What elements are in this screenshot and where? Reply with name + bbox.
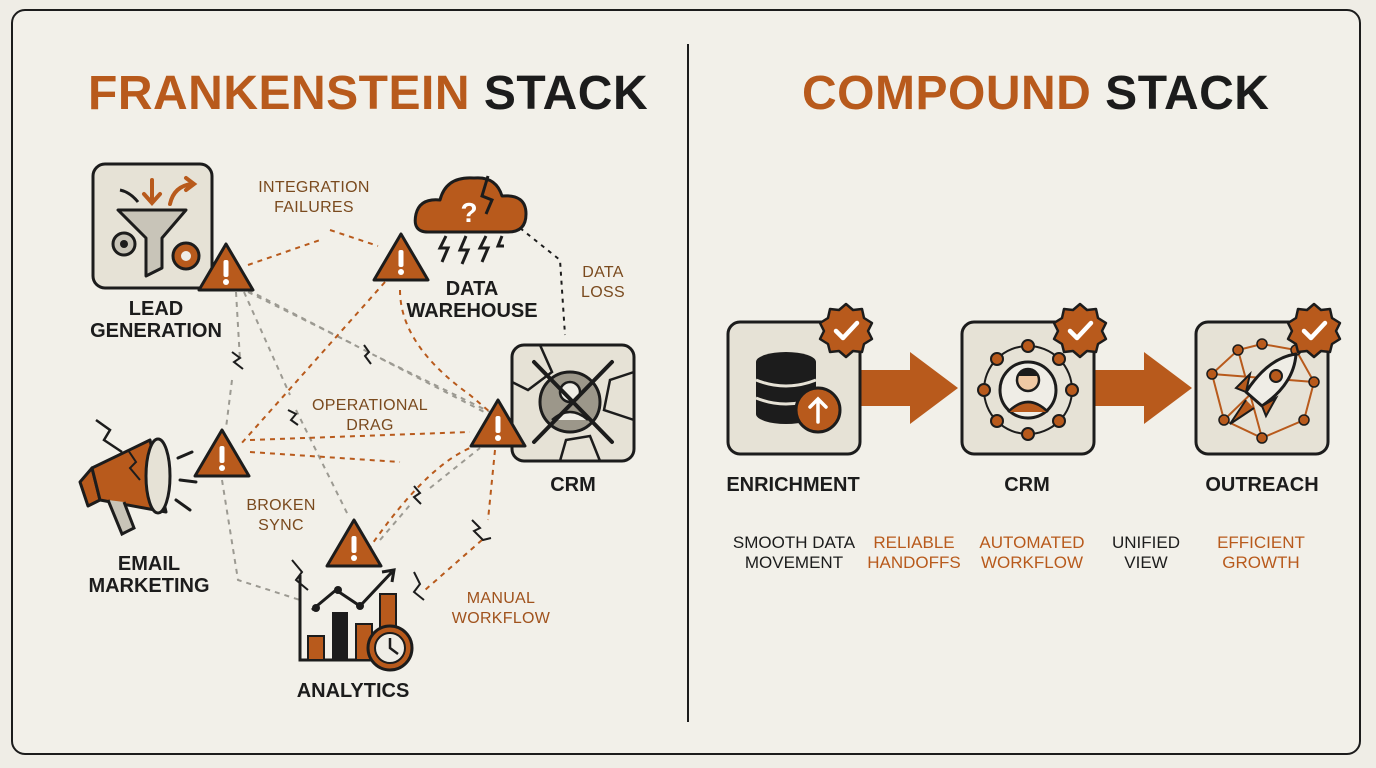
svg-text:?: ? [460,197,477,228]
node-label-analytics-text: ANALYTICS [296,680,410,702]
storm-cloud-icon: ? [413,175,528,265]
node-label-crm-broken-text: CRM [550,474,596,496]
node-label-data-warehouse: DATA WAREHOUSE [402,278,542,322]
issue-integration-failures: INTEGRATION FAILURES [248,178,380,218]
node-label-enrichment: ENRICHMENT [718,474,868,496]
benefit-efficient-growth-text: EFFICIENT GROWTH [1217,533,1305,572]
issue-integration-failures-text: INTEGRATION FAILURES [258,179,370,216]
issue-broken-sync: BROKEN SYNC [238,496,324,536]
right-title-rest: STACK [1105,67,1270,120]
node-label-lead-generation-text: LEAD GENERATION [90,298,222,342]
node-label-email-marketing-text: EMAIL MARKETING [88,553,210,597]
issue-data-loss: DATA LOSS [570,263,636,303]
node-label-outreach: OUTREACH [1196,474,1328,496]
node-label-crm: CRM [982,474,1072,496]
left-title: FRANKENSTEIN STACK [88,68,648,120]
rocket-network-icon [1194,320,1330,456]
benefit-smooth-data-movement-text: SMOOTH DATA MOVEMENT [732,533,856,572]
flow-arrows [860,352,1192,424]
warning-icon [372,232,430,282]
node-label-email-marketing: EMAIL MARKETING [82,553,216,597]
benefit-reliable-handoffs-text: RELIABLE HANDOFFS [867,533,961,572]
funnel-icon [91,162,214,290]
benefit-efficient-growth: EFFICIENT GROWTH [1206,533,1316,573]
node-label-crm-text: CRM [1004,474,1050,496]
benefit-unified-view-text: UNIFIED VIEW [1112,533,1180,572]
benefit-unified-view: UNIFIED VIEW [1102,533,1190,573]
warning-icon [325,518,383,568]
issue-manual-workflow: MANUAL WORKFLOW [440,589,562,629]
issue-operational-drag-text: OPERATIONAL DRAG [312,397,428,434]
issue-broken-sync-text: BROKEN SYNC [246,497,316,534]
node-label-enrichment-text: ENRICHMENT [726,474,860,496]
crm-hub-icon [960,320,1096,456]
node-label-data-warehouse-text: DATA WAREHOUSE [406,278,538,322]
benefit-reliable-handoffs: RELIABLE HANDOFFS [862,533,966,573]
benefit-automated-workflow-text: AUTOMATED WORKFLOW [979,533,1085,572]
broken-connections [221,227,566,601]
left-title-rest: STACK [483,67,649,120]
left-title-accent: FRANKENSTEIN [88,67,471,120]
issue-operational-drag: OPERATIONAL DRAG [302,396,438,436]
bar-chart-clock-icon [291,559,425,672]
warning-icon [193,428,251,478]
broken-crm-icon [510,343,636,463]
right-title: COMPOUND STACK [802,68,1269,120]
right-title-accent: COMPOUND [802,67,1092,120]
node-label-outreach-text: OUTREACH [1205,474,1319,496]
issue-manual-workflow-text: MANUAL WORKFLOW [451,590,551,627]
issue-data-loss-text: DATA LOSS [581,264,625,301]
benefit-automated-workflow: AUTOMATED WORKFLOW [972,533,1092,573]
megaphone-icon [78,418,198,537]
node-label-crm-broken: CRM [530,474,616,496]
node-label-lead-generation: LEAD GENERATION [88,298,224,342]
database-upload-icon [726,320,862,456]
node-label-analytics: ANALYTICS [288,680,418,702]
benefit-smooth-data-movement: SMOOTH DATA MOVEMENT [724,533,864,573]
center-divider [687,44,689,722]
